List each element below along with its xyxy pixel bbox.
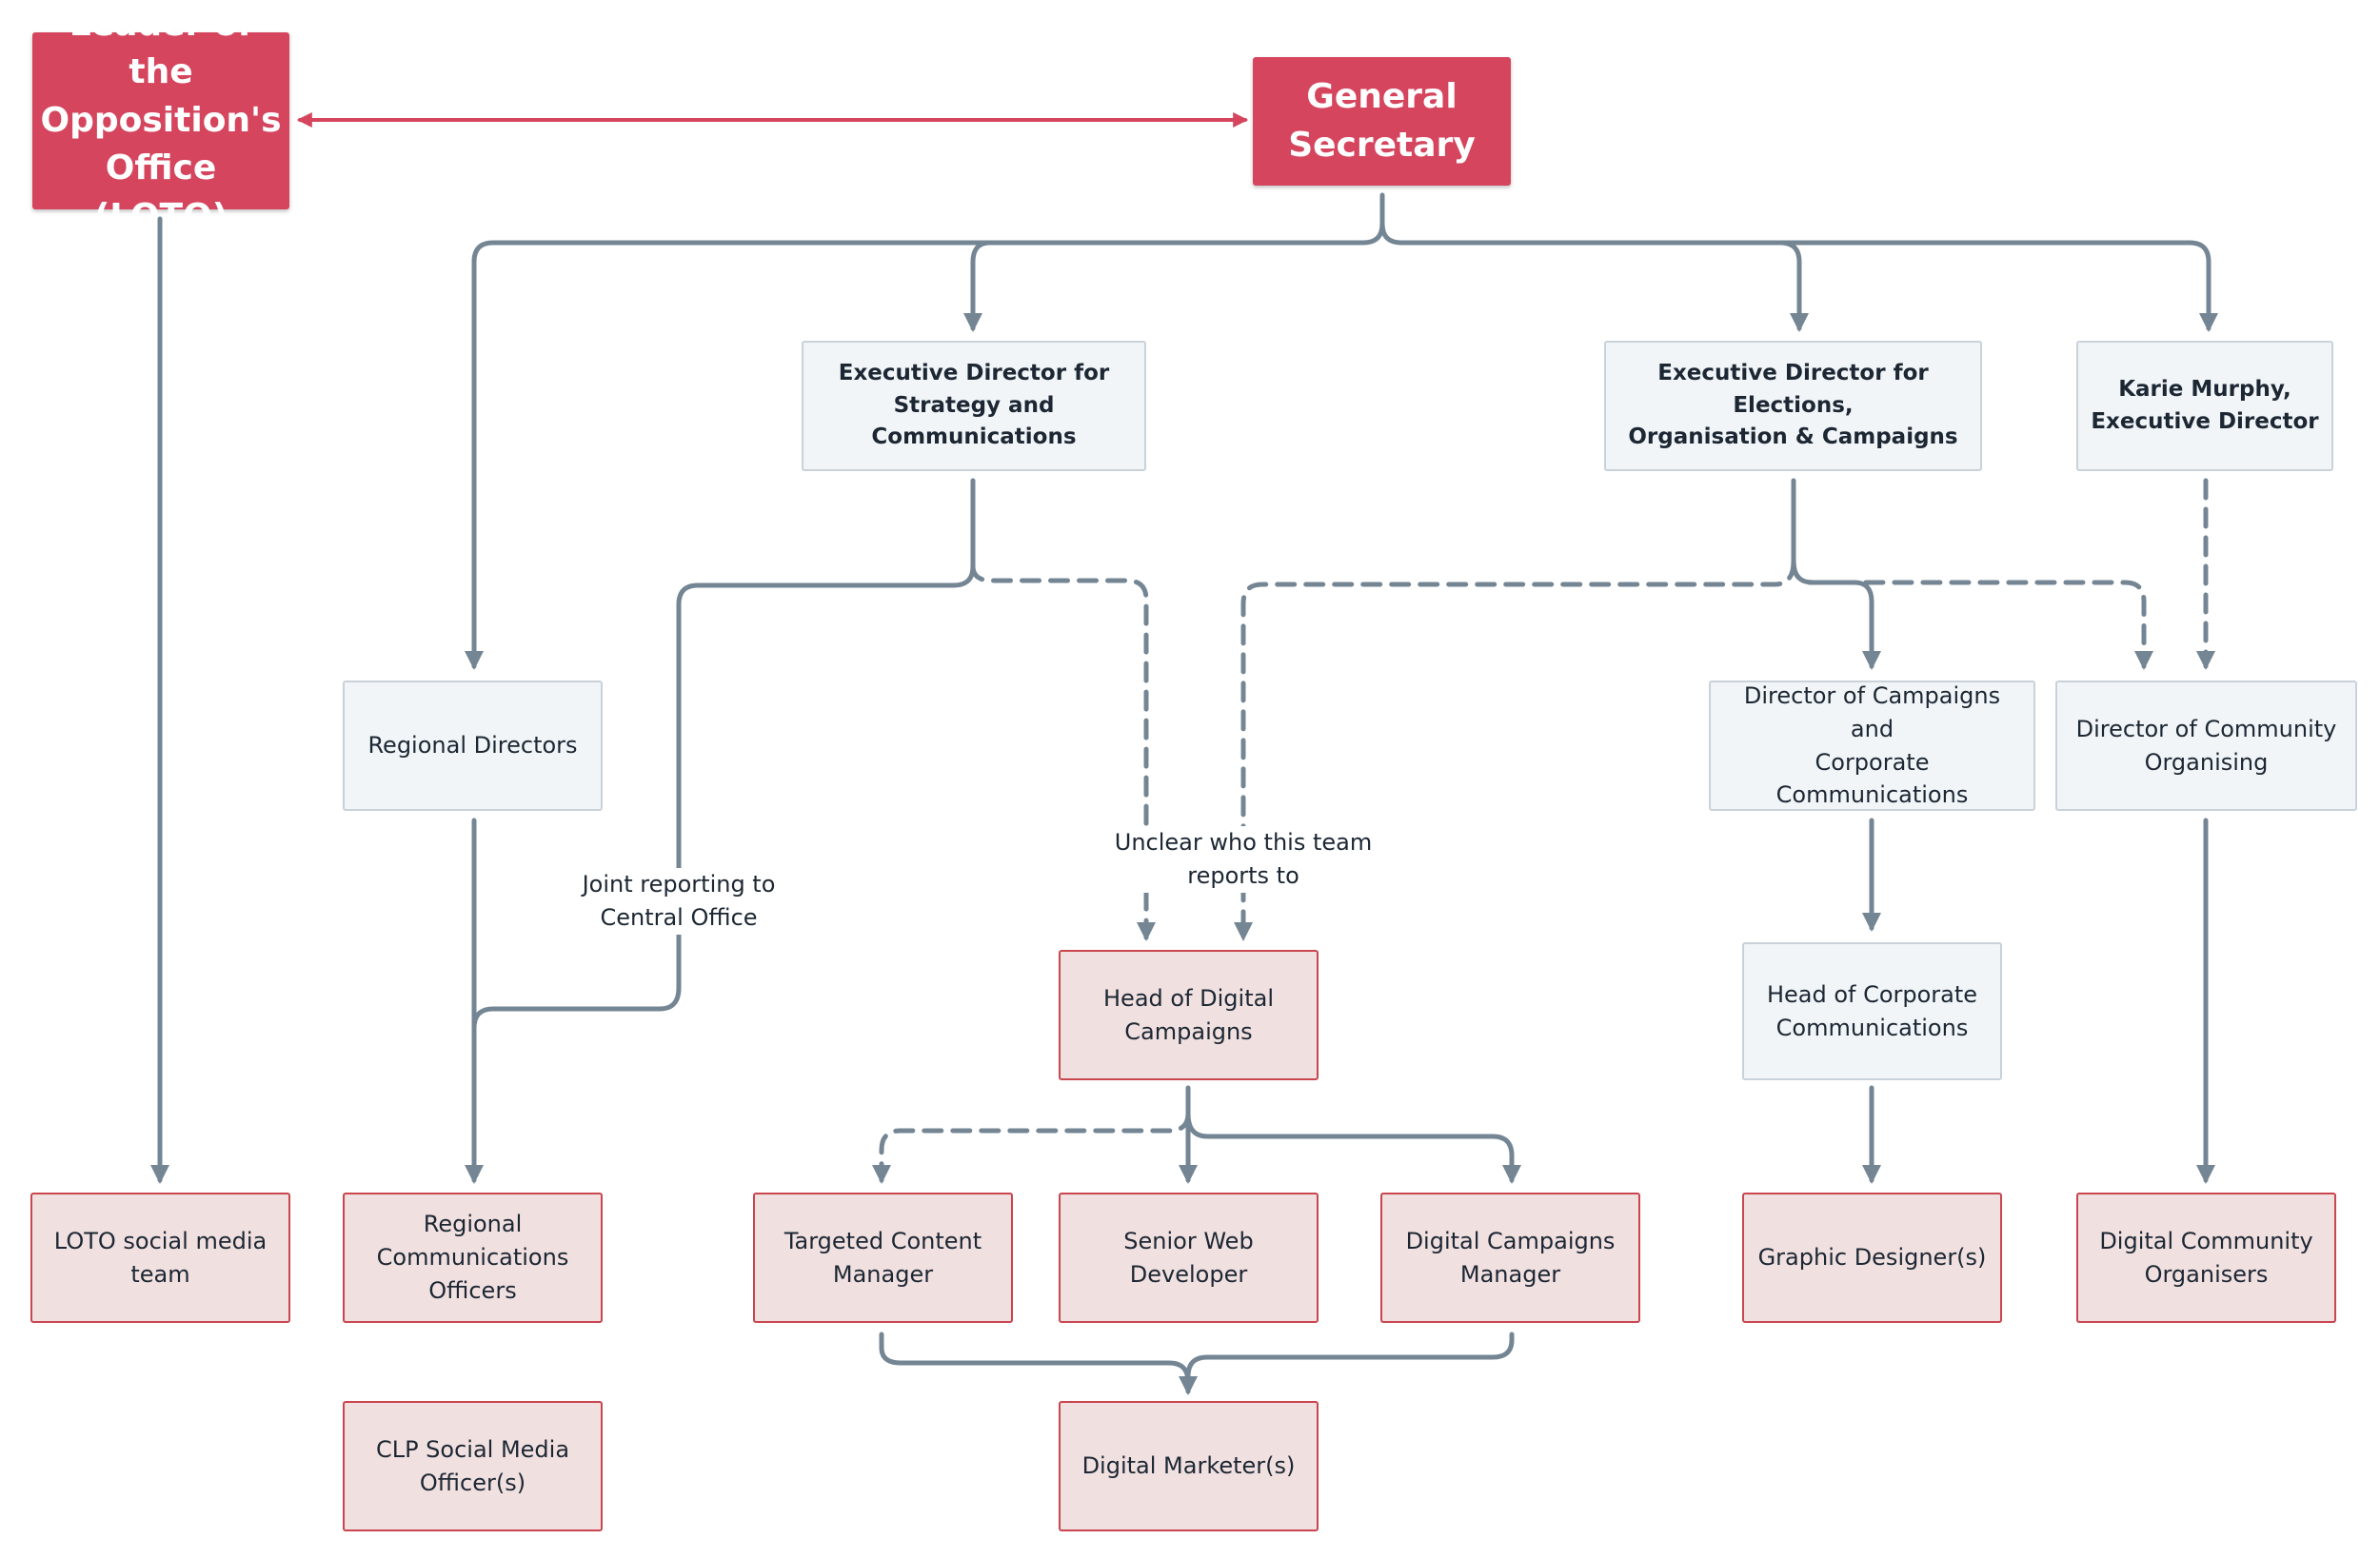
- edge-targeted-marketer: [879, 1332, 1198, 1395]
- digital-marketer-node: Digital Marketer(s): [1059, 1401, 1319, 1531]
- edge-head-digital-campaigns: [1185, 1111, 1521, 1184]
- head-digital-node: Head of Digital Campaigns: [1059, 950, 1319, 1080]
- unclear-reporting-note: Unclear who this team reports to: [1114, 826, 1373, 893]
- targeted-content-node: Targeted Content Manager: [753, 1193, 1013, 1323]
- graphic-designer-node: Graphic Designer(s): [1742, 1193, 2002, 1323]
- senior-web-node: Senior Web Developer: [1059, 1193, 1319, 1323]
- edge-elections-unclear: [1234, 559, 1796, 941]
- head-corporate-node: Head of Corporate Communications: [1742, 942, 2002, 1080]
- digital-community-node: Digital Community Organisers: [2076, 1193, 2336, 1323]
- edge-strategy-head-digital: [970, 563, 1156, 941]
- ed-elections-node: Executive Director for Elections, Organi…: [1604, 341, 1982, 471]
- edge-gensec-strategy-branch: [963, 240, 993, 332]
- edge-gensec-elections-branch: [1777, 240, 1809, 332]
- edge-elections-campaigns: [1791, 478, 1881, 670]
- regional-directors-node: Regional Directors: [343, 681, 603, 811]
- karie-murphy-node: Karie Murphy, Executive Director: [2076, 341, 2333, 471]
- digital-campaigns-manager-node: Digital Campaigns Manager: [1380, 1193, 1640, 1323]
- general-secretary-node: General Secretary: [1253, 57, 1511, 186]
- edge-strategy-joint: [471, 478, 976, 1031]
- regional-comms-node: Regional Communications Officers: [343, 1193, 603, 1323]
- edge-gensec-strategy: [1379, 221, 2218, 332]
- edge-elections-community: [1791, 559, 2153, 670]
- clp-social-node: CLP Social Media Officer(s): [343, 1401, 603, 1531]
- loto-node: Leader of the Opposition's Office (LOTO): [32, 5, 289, 236]
- director-community-node: Director of Community Organising: [2055, 681, 2357, 811]
- ed-strategy-node: Executive Director for Strategy and Comm…: [802, 341, 1146, 471]
- joint-reporting-note: Joint reporting to Central Office: [582, 868, 776, 935]
- director-campaigns-node: Director of Campaigns and Corporate Comm…: [1709, 681, 2035, 811]
- edge-head-digital-targeted: [872, 1111, 1191, 1184]
- loto-social-node: LOTO social media team: [30, 1193, 290, 1323]
- edge-campaigns-marketer: [1185, 1332, 1515, 1379]
